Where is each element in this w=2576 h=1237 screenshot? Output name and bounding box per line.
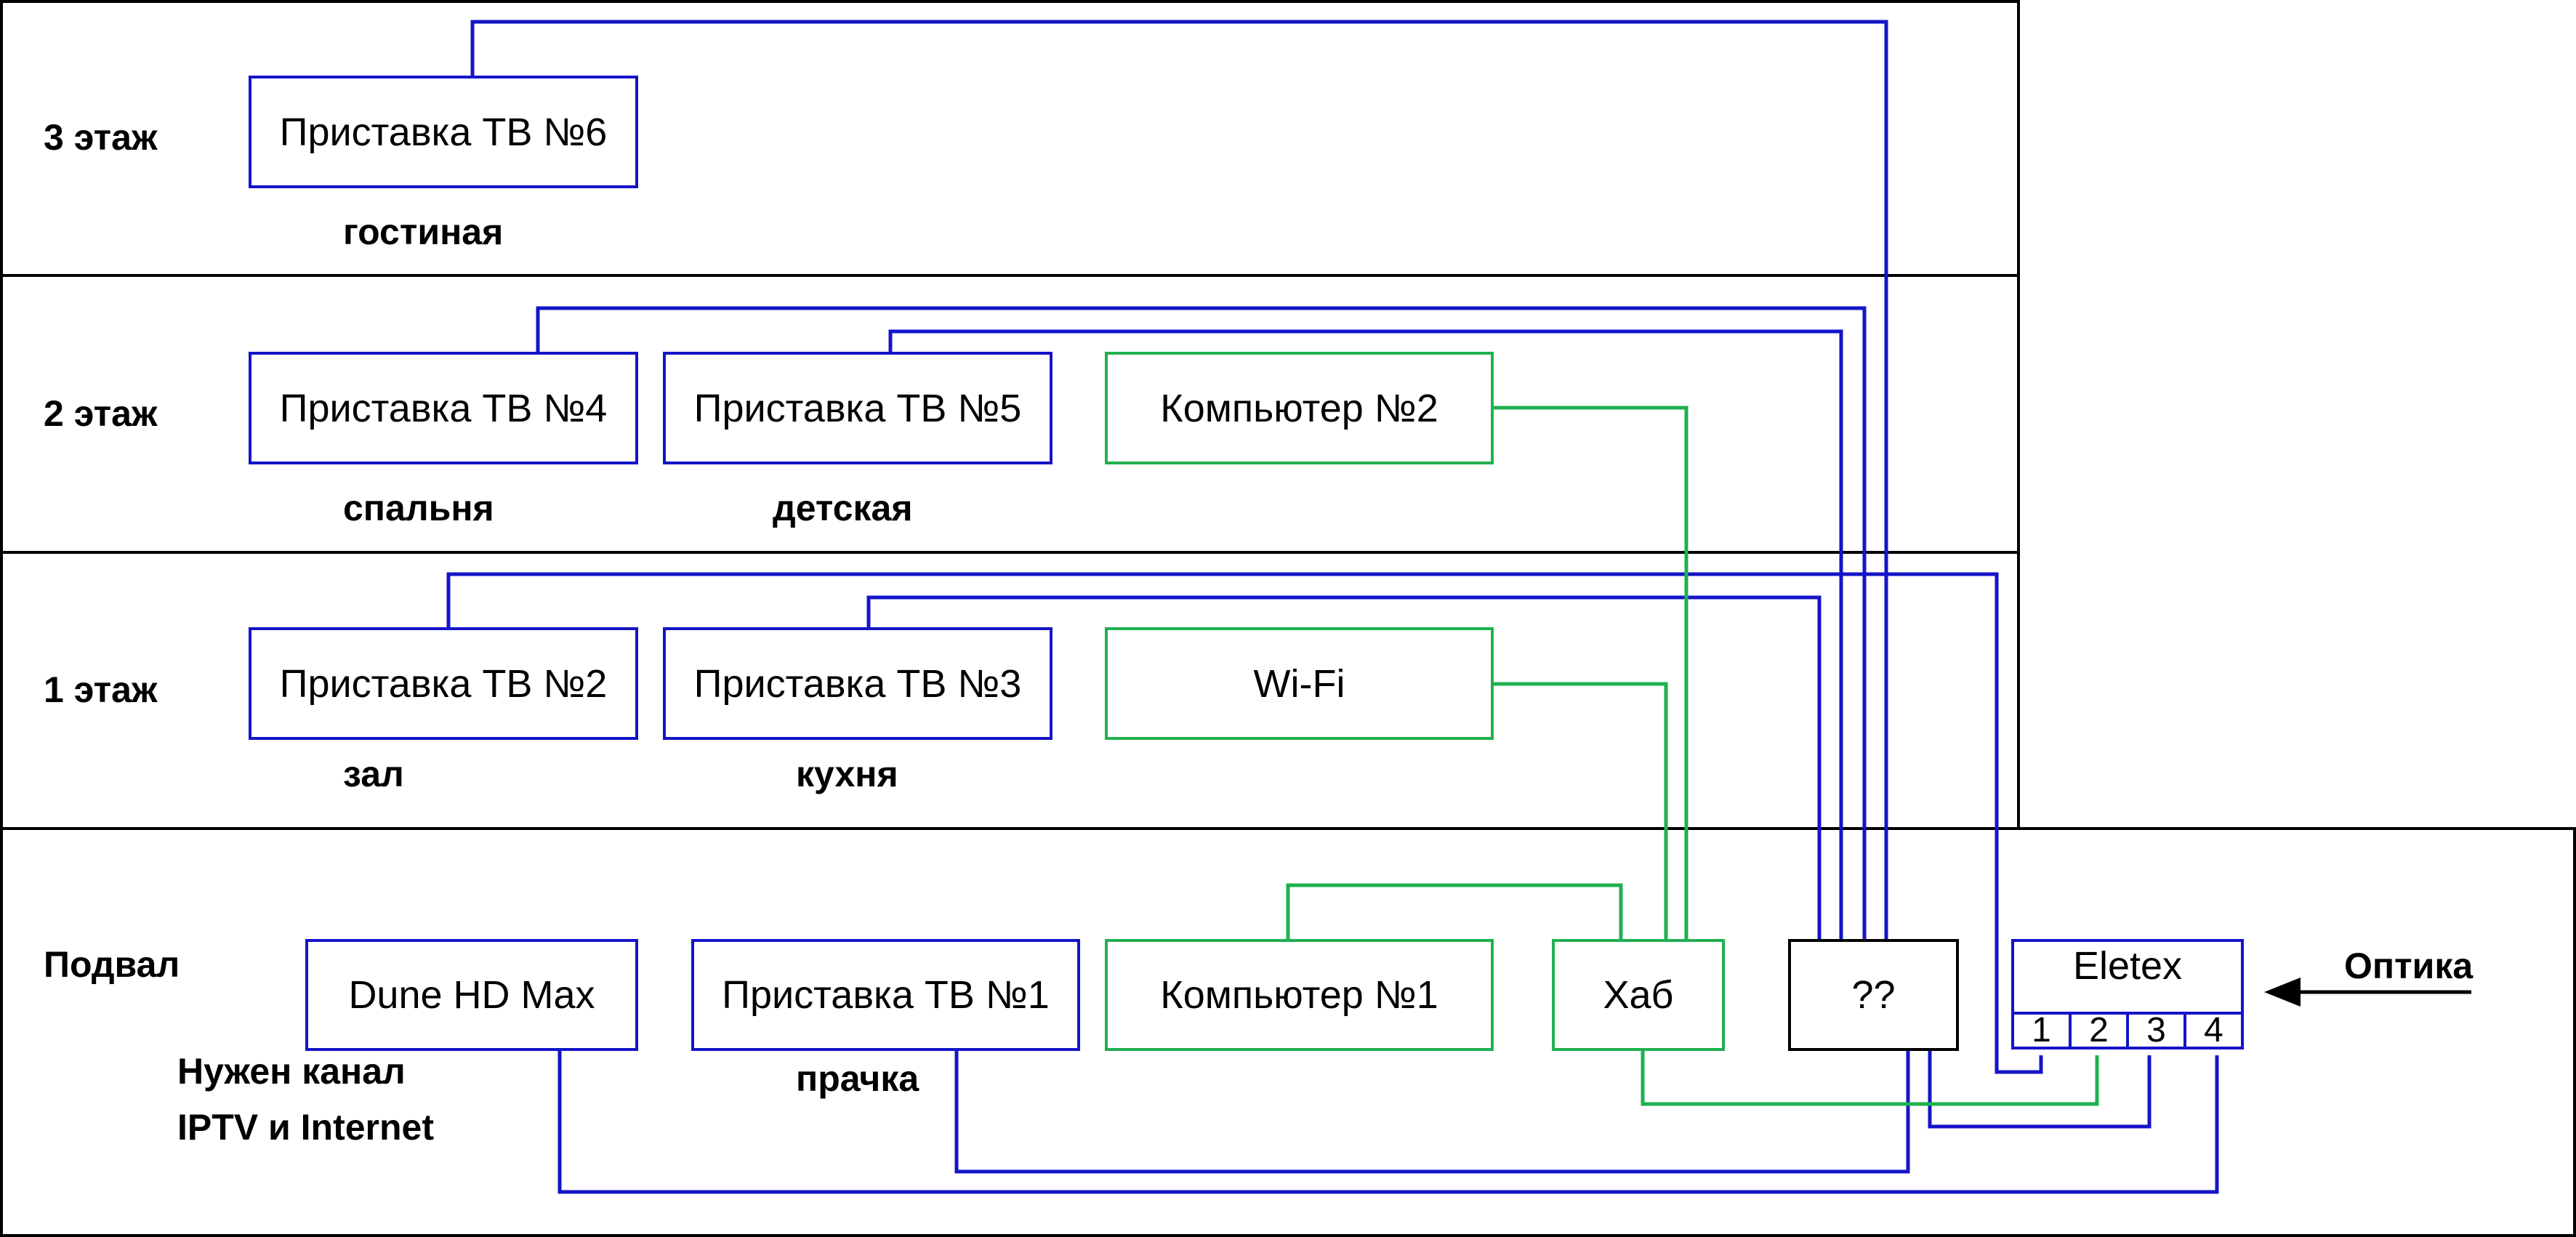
- tv-box-1: Приставка ТВ №1: [691, 939, 1080, 1051]
- tv-box-3: Приставка ТВ №3: [663, 627, 1052, 740]
- room-living: гостиная: [343, 211, 504, 252]
- unknown-device: ??: [1788, 939, 1959, 1051]
- wire-tv4: [536, 306, 1867, 939]
- hub: Хаб: [1552, 939, 1725, 1051]
- eletex-port-3: 3: [2126, 1012, 2186, 1049]
- optics-arrow: [2264, 978, 2471, 1007]
- basement-label: Подвал: [44, 944, 180, 985]
- tv-box-6: Приставка ТВ №6: [249, 76, 638, 188]
- optics-label: Оптика: [2344, 946, 2474, 986]
- eletex-port-2: 2: [2069, 1012, 2129, 1049]
- room-laundry: прачка: [796, 1058, 919, 1099]
- room-hall: зал: [343, 754, 404, 794]
- dune-hd-max: Dune HD Max: [305, 939, 638, 1051]
- computer-1: Компьютер №1: [1105, 939, 1494, 1051]
- wire-tv3: [866, 595, 1822, 939]
- tv-box-4: Приставка ТВ №4: [249, 352, 638, 464]
- wire-pc2: [1494, 406, 1689, 939]
- room-kitchen: кухня: [796, 754, 898, 794]
- tv-box-5: Приставка ТВ №5: [663, 352, 1052, 464]
- eletex-port-4: 4: [2183, 1012, 2244, 1049]
- room-bedroom: спальня: [343, 488, 494, 528]
- wire-unknown-port3: [1928, 1051, 2152, 1129]
- eletex-router: Eletex 1 2 3 4: [2011, 939, 2244, 1055]
- eletex-port-1: 1: [2011, 1012, 2072, 1049]
- wifi-access-point: Wi-Fi: [1105, 627, 1494, 740]
- wire-dune: [558, 1051, 2219, 1194]
- floor-3-label: 3 этаж: [44, 117, 158, 158]
- wire-tv6: [470, 20, 1888, 939]
- floor-1-label: 1 этаж: [44, 669, 158, 710]
- wire-tv2: [446, 572, 2043, 1074]
- wire-wifi: [1494, 682, 1668, 939]
- floor-2-label: 2 этаж: [44, 393, 158, 434]
- computer-2: Компьютер №2: [1105, 352, 1494, 464]
- wire-tv1: [954, 1051, 1910, 1174]
- note-iptv-internet: IPTV и Internet: [177, 1107, 435, 1148]
- room-nursery: детская: [773, 488, 913, 528]
- wire-pc1: [1286, 883, 1623, 939]
- wire-tv5: [888, 329, 1843, 939]
- floor-basement: [0, 827, 2576, 1237]
- wire-hub-port2: [1641, 1051, 2099, 1106]
- note-need-channel: Нужен канал: [177, 1051, 406, 1092]
- tv-box-2: Приставка ТВ №2: [249, 627, 638, 740]
- eletex-label: Eletex: [2072, 944, 2183, 988]
